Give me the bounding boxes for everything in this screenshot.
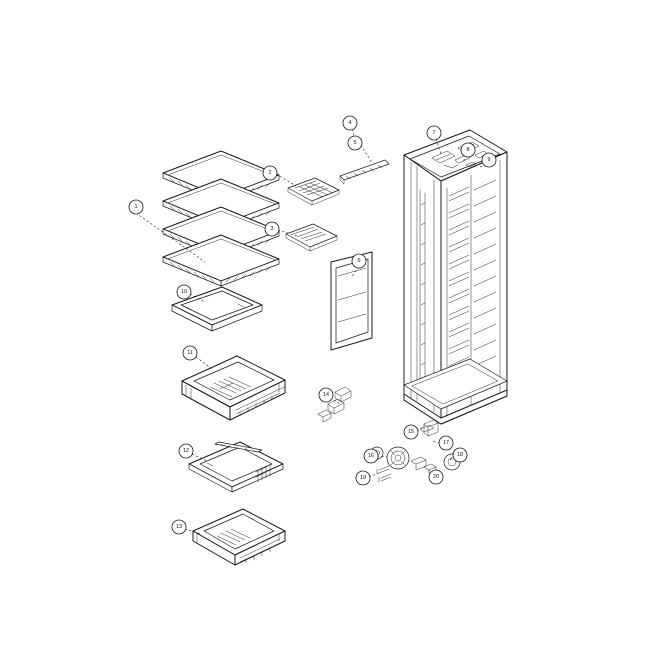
callout-label: 16 — [368, 453, 374, 459]
callout-label: 3 — [271, 226, 274, 232]
door-partition-panel — [330, 251, 373, 351]
callout-label: 13 — [176, 524, 182, 530]
callout-label: 18 — [457, 452, 463, 458]
callouts-layer: 1 2 3 4 5 6 7 8 — [128, 115, 497, 535]
callout-label: 11 — [187, 350, 193, 356]
callout-bubble[interactable]: 12 — [178, 443, 194, 459]
callout-label: 17 — [443, 440, 449, 446]
callout-label: 19 — [360, 475, 366, 481]
glass-shelf-frame — [171, 286, 263, 332]
callout-label: 6 — [358, 258, 361, 264]
callout-bubble[interactable]: 3 — [264, 221, 280, 237]
callout-bubble[interactable]: 7 — [426, 125, 442, 141]
small-tray-upper — [287, 177, 340, 206]
callout-bubble[interactable]: 4 — [342, 115, 358, 131]
callout-label: 10 — [181, 289, 187, 295]
crisper-drawer-small — [192, 508, 286, 566]
callout-bubble[interactable]: 13 — [171, 519, 187, 535]
small-tray-lower — [285, 223, 338, 252]
glass-shelf-4 — [162, 234, 280, 287]
callout-bubble[interactable]: 17 — [438, 435, 454, 451]
callout-bubble[interactable]: 1 — [128, 199, 144, 215]
rail-bar — [339, 159, 390, 185]
callout-label: 8 — [467, 147, 470, 153]
callout-bubble[interactable]: 6 — [351, 253, 367, 269]
callout-label: 9 — [488, 157, 491, 163]
callout-bubble[interactable]: 10 — [176, 284, 192, 300]
callout-label: 20 — [433, 474, 439, 480]
callout-bubble[interactable]: 19 — [355, 470, 371, 486]
callout-bubble[interactable]: 11 — [182, 345, 198, 361]
callout-label: 12 — [183, 448, 189, 454]
crisper-drawer-large — [181, 355, 286, 421]
callout-bubble[interactable]: 9 — [481, 152, 497, 168]
callout-label: 4 — [349, 120, 352, 126]
callout-label: 2 — [269, 170, 272, 176]
crisper-cover-frame — [188, 441, 284, 493]
callout-label: 15 — [408, 429, 414, 435]
callout-bubble[interactable]: 20 — [428, 469, 444, 485]
callout-label: 1 — [135, 204, 138, 210]
callout-bubble[interactable]: 15 — [403, 424, 419, 440]
callout-label: 5 — [354, 140, 357, 146]
callout-bubble[interactable]: 18 — [452, 447, 468, 463]
callout-bubble[interactable]: 14 — [318, 387, 334, 403]
callout-label: 7 — [433, 130, 436, 136]
callout-label: 14 — [323, 392, 329, 398]
callout-bubble[interactable]: 5 — [347, 135, 363, 151]
callout-bubble[interactable]: 16 — [363, 448, 379, 464]
cabinet-liner — [403, 129, 508, 425]
callout-bubble[interactable]: 8 — [460, 142, 476, 158]
callout-bubble[interactable]: 2 — [262, 165, 278, 181]
